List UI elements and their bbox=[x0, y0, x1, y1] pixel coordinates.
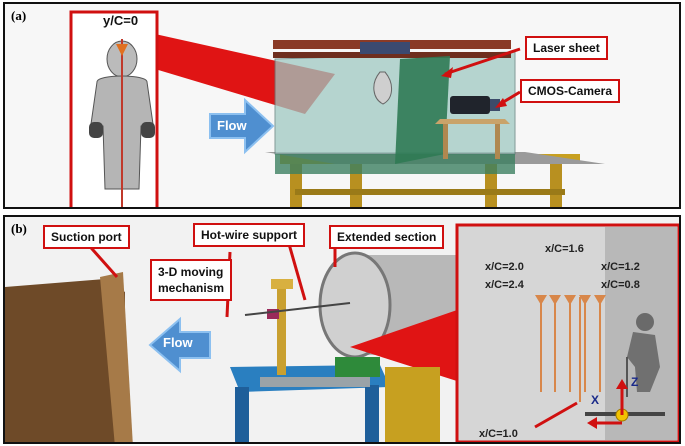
suction-port-callout: Suction port bbox=[43, 225, 130, 249]
skier-body bbox=[627, 332, 660, 392]
figure-glove bbox=[89, 122, 103, 138]
table-leg bbox=[350, 164, 362, 207]
probe-arrow bbox=[579, 295, 591, 305]
probe-lines bbox=[540, 297, 601, 402]
flow-label: Flow bbox=[217, 118, 247, 133]
panel-b: (b) Suction port Hot-wire support Extend… bbox=[3, 215, 681, 444]
camera-callout: CMOS-Camera bbox=[520, 79, 621, 103]
camera-stand-leg bbox=[443, 124, 448, 159]
panel-b-label: (b) bbox=[11, 221, 27, 236]
skier-head bbox=[636, 313, 654, 331]
y-position-label: y/C=0 bbox=[103, 13, 139, 28]
mechanism-leg bbox=[235, 387, 249, 442]
xc-2-4: x/C=2.4 bbox=[485, 279, 524, 291]
xc-2-0: x/C=2.0 bbox=[485, 261, 524, 273]
z-axis-head bbox=[616, 379, 628, 389]
x-axis-head bbox=[587, 417, 597, 429]
green-carriage bbox=[335, 357, 380, 377]
suction-port-side bbox=[100, 272, 133, 442]
xc-1-2: x/C=1.2 bbox=[601, 261, 640, 273]
mount-plate bbox=[360, 42, 410, 54]
flow-label: Flow bbox=[163, 335, 193, 350]
probe-arrow bbox=[564, 295, 576, 305]
panel-b-drawing bbox=[5, 223, 679, 442]
xc-1-6: x/C=1.6 bbox=[545, 243, 584, 255]
probe-clamp bbox=[267, 309, 279, 319]
vertical-post bbox=[277, 285, 286, 375]
z-axis-label: Z bbox=[631, 375, 639, 389]
linear-rail bbox=[260, 377, 370, 387]
centerline-arrow bbox=[116, 44, 128, 56]
panel-a: (a) y/C=0 Laser sheet CMOS-Camera Flow bbox=[3, 2, 681, 209]
post-cap bbox=[271, 279, 293, 289]
skier-model bbox=[373, 71, 392, 105]
laser-sheet-callout: Laser sheet bbox=[525, 36, 608, 60]
zoom-wedge bbox=[350, 309, 460, 382]
table-leg bbox=[485, 164, 497, 207]
mechanism-leg bbox=[365, 385, 379, 442]
xc-1-0: x/C=1.0 bbox=[479, 428, 518, 440]
laser-sheet bbox=[395, 56, 450, 164]
camera-lens bbox=[490, 99, 500, 111]
table-leg bbox=[550, 164, 562, 207]
top-rail bbox=[273, 52, 511, 58]
probe-arrow bbox=[594, 295, 606, 305]
flow-arrow bbox=[209, 97, 275, 155]
xc10-pointer bbox=[534, 401, 578, 429]
extended-section-callout: Extended section bbox=[329, 225, 445, 249]
table-brace bbox=[295, 189, 565, 195]
probe-arrows bbox=[535, 295, 606, 305]
panel-a-label: (a) bbox=[11, 8, 27, 23]
x-axis-label: X bbox=[591, 393, 600, 407]
camera-stand-top bbox=[435, 119, 510, 124]
hot-wire-probe bbox=[244, 302, 351, 316]
probe-arrow bbox=[535, 295, 547, 305]
hot-wire-callout: Hot-wire support bbox=[193, 223, 305, 247]
probe-arrow bbox=[549, 295, 561, 305]
mechanism-callout: 3-D moving mechanism bbox=[150, 259, 233, 301]
hotwire-pointer bbox=[285, 236, 307, 301]
laser-pointer-line bbox=[444, 47, 521, 76]
xc-0-8: x/C=0.8 bbox=[601, 279, 640, 291]
support-table bbox=[385, 367, 440, 442]
laser-pointer-head bbox=[441, 67, 453, 78]
camera-pointer-head bbox=[495, 98, 507, 108]
suction-port bbox=[5, 279, 125, 442]
figure-glove bbox=[141, 122, 155, 138]
table-leg bbox=[290, 164, 302, 207]
camera-stand-leg bbox=[495, 124, 500, 159]
flow-arrow bbox=[148, 316, 211, 374]
panel-a-drawing bbox=[69, 10, 605, 207]
camera-body bbox=[450, 96, 490, 114]
